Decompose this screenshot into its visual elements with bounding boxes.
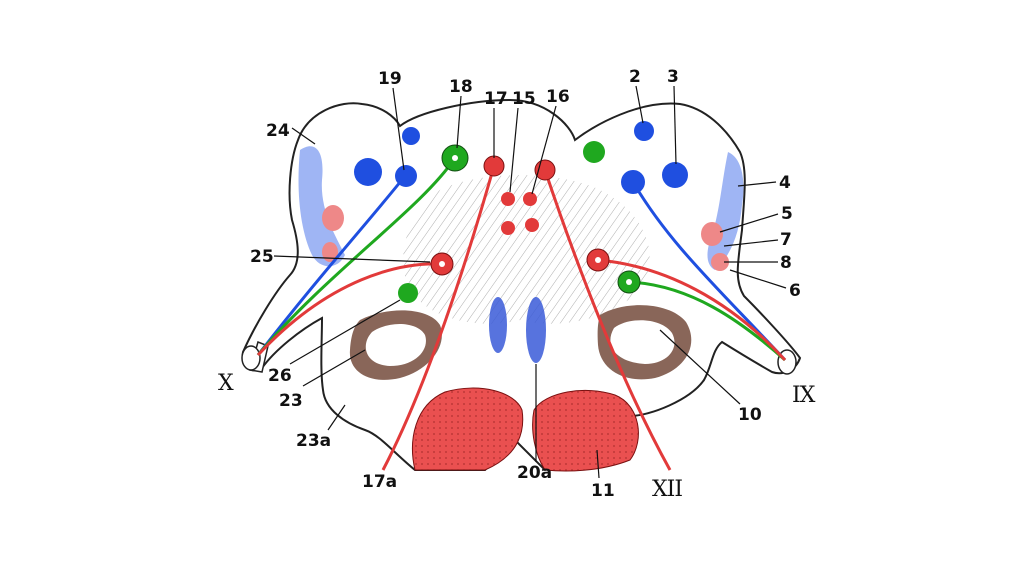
label-6: 6 — [789, 281, 801, 301]
right-pyramid-texture — [533, 390, 639, 471]
right-pink-nucleus-upper — [701, 222, 723, 246]
blue-nucleus-2 — [634, 121, 654, 141]
right-medial-lemniscus — [526, 297, 546, 363]
red-nucleus-right-core — [595, 257, 601, 263]
label-8: 8 — [780, 253, 792, 273]
green-nucleus-18-core — [452, 155, 458, 161]
green-nucleus-right-upper — [583, 141, 605, 163]
label-17: 17 — [484, 89, 508, 109]
red-nucleus-15-lower-left — [501, 221, 515, 235]
blue-nucleus-3 — [662, 162, 688, 188]
label-18: 18 — [449, 77, 473, 97]
vagus-root-end — [242, 346, 260, 370]
label-11: 11 — [591, 481, 615, 501]
green-nucleus-26 — [398, 283, 418, 303]
label-3: 3 — [667, 67, 679, 87]
red-nucleus-15-upper-right — [523, 192, 537, 206]
label-23: 23 — [279, 391, 303, 411]
blue-nucleus-left-large — [354, 158, 382, 186]
green-nucleus-right-core — [626, 279, 632, 285]
label-16: 16 — [546, 87, 570, 107]
label-glossopharyngeal-nerve: IX — [792, 383, 816, 408]
red-nucleus-15-lower-right — [525, 218, 539, 232]
blue-nucleus-19 — [395, 165, 417, 187]
label-4: 4 — [779, 173, 791, 193]
label-20a: 20a — [517, 463, 552, 483]
red-nucleus-25-core — [439, 261, 445, 267]
label-24: 24 — [266, 121, 290, 141]
red-nucleus-15-upper-left — [501, 192, 515, 206]
blue-nucleus-left-small — [402, 127, 420, 145]
label-19: 19 — [378, 69, 402, 89]
label-25: 25 — [250, 247, 274, 267]
label-vagus-nerve: X — [218, 371, 234, 396]
label-10: 10 — [738, 405, 762, 425]
label-15: 15 — [512, 89, 536, 109]
blue-nucleus-right — [621, 170, 645, 194]
label-17a: 17a — [362, 472, 397, 492]
label-2: 2 — [629, 67, 641, 87]
red-nucleus-17 — [484, 156, 504, 176]
label-7: 7 — [780, 230, 792, 250]
left-medial-lemniscus — [489, 297, 507, 353]
left-pink-nucleus-upper — [322, 205, 344, 231]
label-hypoglossal-nerve: XII — [652, 477, 682, 502]
label-23a: 23a — [296, 431, 331, 451]
label-26: 26 — [268, 366, 292, 386]
label-5: 5 — [781, 204, 793, 224]
